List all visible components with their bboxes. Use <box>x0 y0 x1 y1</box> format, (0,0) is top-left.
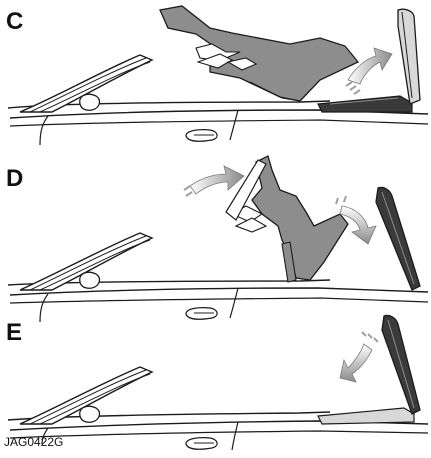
side-mirror-e <box>80 406 100 422</box>
motion-arrow-e <box>340 332 378 382</box>
step-label-d: D <box>6 167 23 191</box>
boot-lid-raised-c <box>398 9 420 104</box>
panel-d <box>8 156 428 322</box>
car-body-lower-line-d <box>10 298 428 303</box>
door-shut-line-c <box>230 110 238 140</box>
door-handle-e <box>186 438 217 450</box>
step-label-c: C <box>6 10 23 34</box>
door-handle-c <box>186 130 217 142</box>
car-body-lower-line-e <box>10 431 428 438</box>
tonneau-cover-e <box>318 408 414 424</box>
door-shut-line-d <box>230 288 238 318</box>
panel-c <box>8 6 428 145</box>
step-label-e: E <box>6 321 22 345</box>
car-body-lower-line-c <box>10 120 428 126</box>
side-mirror-c <box>80 94 100 110</box>
roof-frame-d <box>252 156 348 280</box>
door-handle-d <box>186 308 217 320</box>
door-shut-line-e <box>232 422 238 450</box>
side-mirror-d <box>80 272 100 288</box>
car-body-belt-line-d <box>10 288 428 295</box>
motion-arrow-d-left <box>184 166 244 196</box>
panel-e <box>8 315 428 450</box>
reference-code: JAG0422G <box>4 436 63 448</box>
